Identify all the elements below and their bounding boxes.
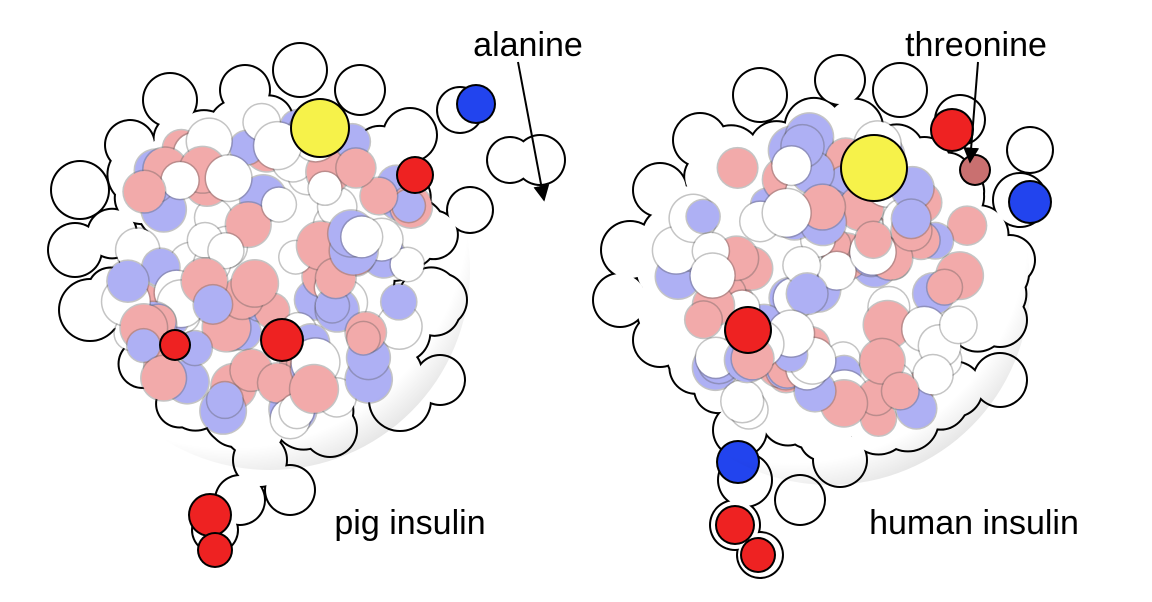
oxygen-atom	[717, 507, 753, 543]
pig-insulin-model	[47, 42, 566, 568]
shading	[70, 70, 470, 470]
nitrogen-atom	[1010, 182, 1050, 222]
alanine-label: alanine	[473, 26, 583, 64]
carbon-atom	[516, 136, 564, 184]
oxygen-atom	[190, 495, 230, 535]
carbon-atom	[1008, 128, 1052, 172]
human-insulin-label: human insulin	[869, 504, 1079, 542]
carbon-atom	[266, 466, 314, 514]
alanine-arrow	[517, 61, 550, 202]
threonine-label: threonine	[905, 26, 1047, 64]
nitrogen-atom	[458, 86, 494, 122]
shading	[630, 85, 1030, 485]
oxygen-atom	[199, 534, 231, 566]
oxygen-atom	[742, 539, 774, 571]
human-insulin-model	[592, 54, 1054, 579]
threonine-arrow	[963, 61, 980, 164]
pig-insulin-label: pig insulin	[334, 504, 485, 542]
carbon-atom	[776, 476, 824, 524]
